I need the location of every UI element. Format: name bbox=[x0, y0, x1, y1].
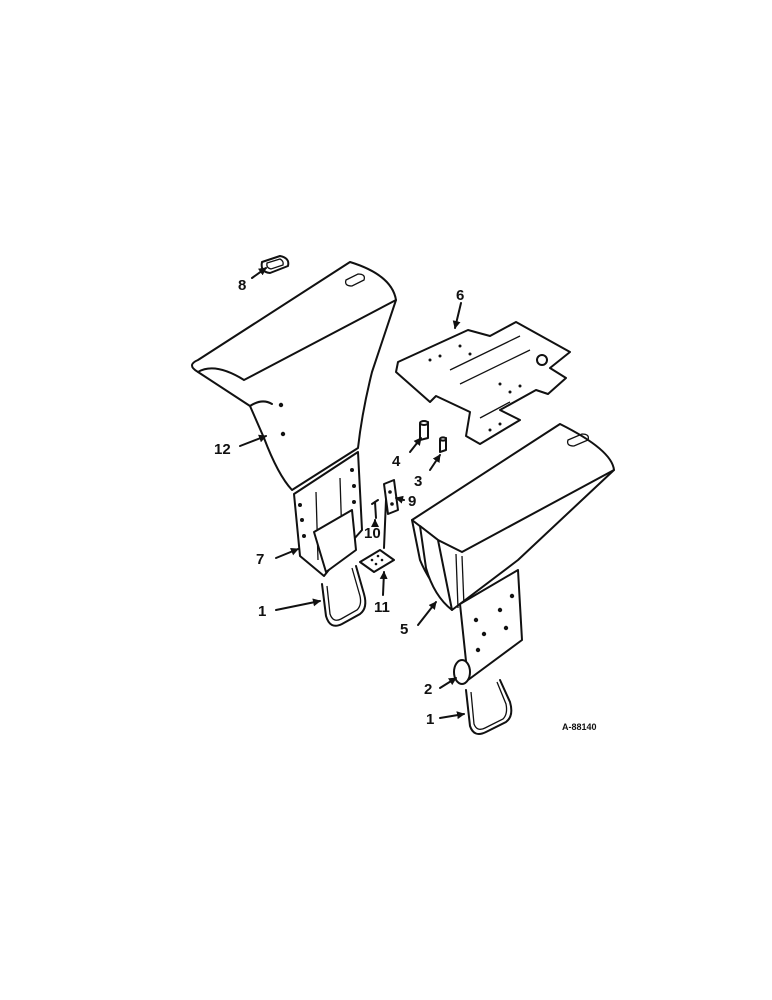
left-bracket-part-7 bbox=[293, 451, 363, 577]
step-plate-part-11 bbox=[359, 499, 395, 573]
drawing-reference: A-88140 bbox=[562, 722, 597, 732]
grommet-part-8 bbox=[260, 255, 290, 274]
right-fender-part-5 bbox=[411, 423, 615, 611]
callout-labels: 8 6 12 4 3 9 10 7 11 1 5 2 1 A-88140 bbox=[214, 277, 597, 732]
pin-part-3 bbox=[439, 436, 447, 453]
bolt-part-10 bbox=[371, 499, 379, 519]
callout-6: 6 bbox=[456, 287, 464, 304]
callout-9: 9 bbox=[408, 493, 416, 510]
right-bracket-part-2 bbox=[453, 569, 523, 685]
callout-10: 10 bbox=[364, 525, 381, 542]
mounting-plate-part-6 bbox=[395, 321, 571, 445]
callout-2: 2 bbox=[424, 681, 432, 698]
leader-arrows bbox=[239, 267, 465, 720]
left-fender-part-12 bbox=[191, 261, 397, 491]
u-bolt-right-part-1 bbox=[465, 679, 513, 735]
clip-part-9 bbox=[383, 479, 399, 515]
pin-part-4 bbox=[419, 420, 429, 441]
callout-7: 7 bbox=[256, 551, 264, 568]
callout-8: 8 bbox=[238, 277, 246, 294]
callout-1: 1 bbox=[258, 603, 266, 620]
callout-11: 11 bbox=[374, 599, 390, 616]
callout-5: 5 bbox=[400, 621, 408, 638]
callout-12: 12 bbox=[214, 441, 231, 458]
callout-4: 4 bbox=[392, 453, 401, 470]
u-bolt-left-part-1 bbox=[321, 565, 367, 627]
callout-1b: 1 bbox=[426, 711, 434, 728]
callout-3: 3 bbox=[414, 473, 422, 490]
